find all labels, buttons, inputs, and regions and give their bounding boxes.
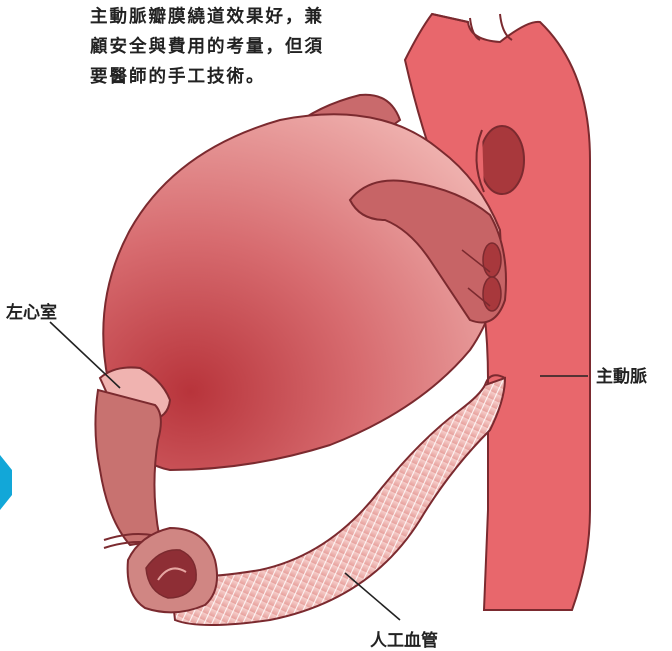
aorta-opening [480, 126, 524, 194]
edge-marker [0, 455, 12, 510]
aorta-label: 主動脈 [596, 362, 647, 387]
graft-leader [345, 573, 400, 620]
graft-label: 人工血管 [370, 626, 438, 651]
left-ventricle-label: 左心室 [6, 298, 57, 323]
caption-text: 主動脈瓣膜繞道效果好，兼顧安全與費用的考量，但須要醫師的手工技術。 [90, 2, 330, 92]
heart-body [103, 114, 500, 470]
